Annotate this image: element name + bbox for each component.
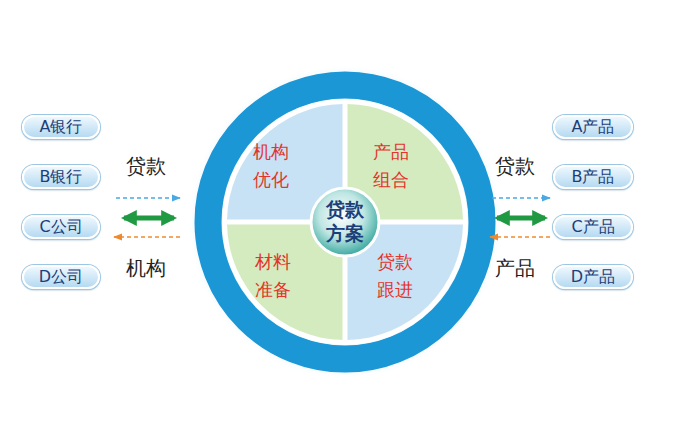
circle-fill bbox=[311, 188, 379, 256]
pill-box: B银行 bbox=[22, 165, 100, 189]
pill-box: A产品 bbox=[553, 115, 633, 139]
side-label: 贷款 bbox=[126, 156, 166, 176]
box-label: D产品 bbox=[571, 269, 615, 285]
blue-ring bbox=[208, 85, 482, 359]
dashed-arrow bbox=[490, 236, 550, 238]
double-arrow bbox=[124, 216, 174, 221]
dashed-arrow bbox=[492, 197, 550, 199]
dashed-arrow bbox=[116, 197, 180, 199]
pill-box: C公司 bbox=[22, 215, 100, 239]
pill-box: A银行 bbox=[22, 115, 100, 139]
box-label: B银行 bbox=[40, 169, 83, 185]
dashed-arrow bbox=[114, 236, 180, 238]
box-label: C公司 bbox=[39, 219, 82, 235]
double-arrow bbox=[497, 216, 545, 221]
box-label: A产品 bbox=[572, 119, 615, 135]
center-circle: 贷款 方案 bbox=[309, 186, 381, 258]
sector-label: 材料 准备 bbox=[251, 248, 294, 304]
side-label: 贷款 bbox=[495, 156, 535, 176]
sector-label: 产品 组合 bbox=[369, 138, 412, 194]
ring-inner bbox=[222, 99, 468, 345]
pill-box: D公司 bbox=[22, 265, 100, 289]
ring-glow bbox=[189, 66, 501, 378]
center-label: 贷款 方案 bbox=[323, 198, 367, 246]
box-label: A银行 bbox=[40, 119, 83, 135]
pill-box: B产品 bbox=[553, 165, 633, 189]
box-label: C产品 bbox=[571, 219, 614, 235]
pill-box: C产品 bbox=[553, 215, 633, 239]
box-label: D公司 bbox=[39, 269, 83, 285]
side-label: 机构 bbox=[126, 258, 166, 278]
sector-label: 贷款 跟进 bbox=[373, 248, 416, 304]
sector-label: 机构 优化 bbox=[249, 138, 292, 194]
side-label: 产品 bbox=[495, 258, 535, 278]
pill-box: D产品 bbox=[553, 265, 633, 289]
box-label: B产品 bbox=[572, 169, 615, 185]
